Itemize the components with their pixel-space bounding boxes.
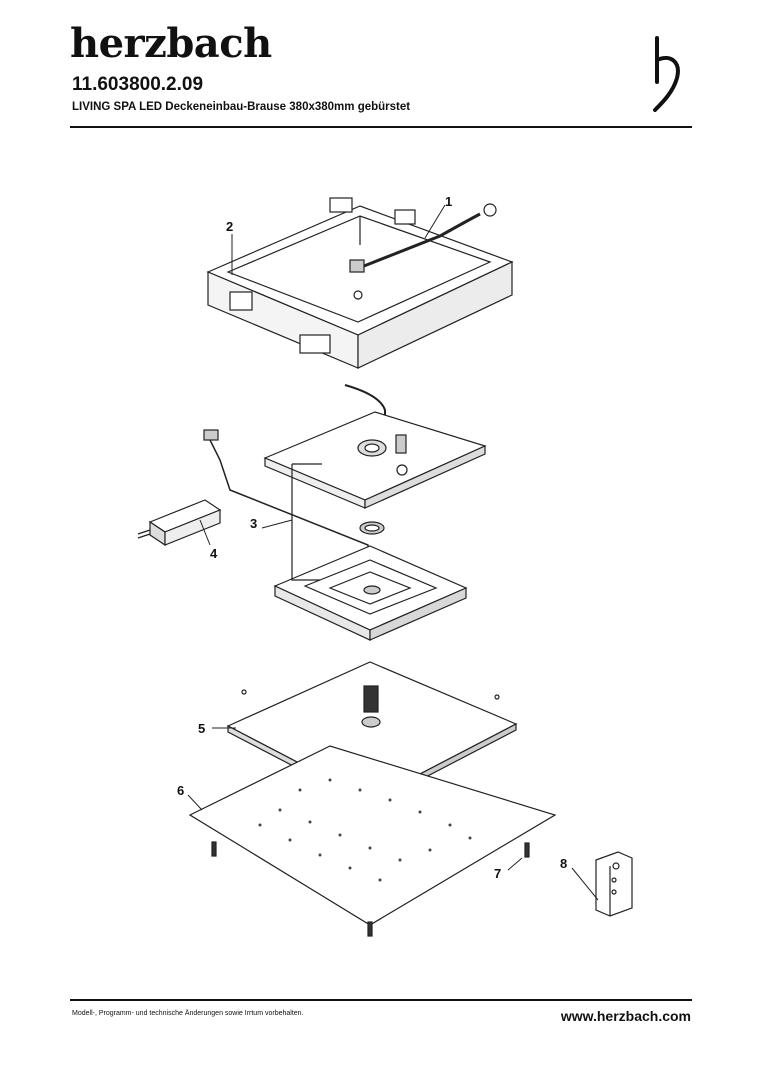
article-number: 11.603800.2.09 — [72, 74, 204, 95]
callout-7: 7 — [494, 866, 501, 881]
spray-plate — [188, 745, 557, 937]
nozzle-pattern — [258, 778, 472, 882]
brand-wordmark: herzbach — [70, 20, 272, 67]
mounting-frame — [206, 197, 514, 369]
product-description: LIVING SPA LED Deckeneinbau-Brause 380x3… — [72, 101, 411, 113]
callout-2: 2 — [226, 219, 233, 234]
header-divider — [70, 126, 692, 128]
footer-divider — [70, 999, 692, 1001]
shower-cover — [273, 463, 468, 641]
callout-1: 1 — [445, 194, 452, 209]
disclaimer: Modell-, Programm- und technische Änderu… — [72, 1010, 304, 1017]
control-panel — [595, 851, 633, 917]
leader-lines — [187, 204, 599, 901]
callout-6: 6 — [177, 783, 184, 798]
wall-plate — [263, 384, 487, 535]
callout-4: 4 — [210, 546, 218, 561]
callout-5: 5 — [198, 721, 205, 736]
website-link[interactable]: www.herzbach.com — [560, 1008, 691, 1024]
callout-8: 8 — [560, 856, 567, 871]
brand-logo-icon — [653, 36, 680, 112]
callout-3: 3 — [250, 516, 257, 531]
